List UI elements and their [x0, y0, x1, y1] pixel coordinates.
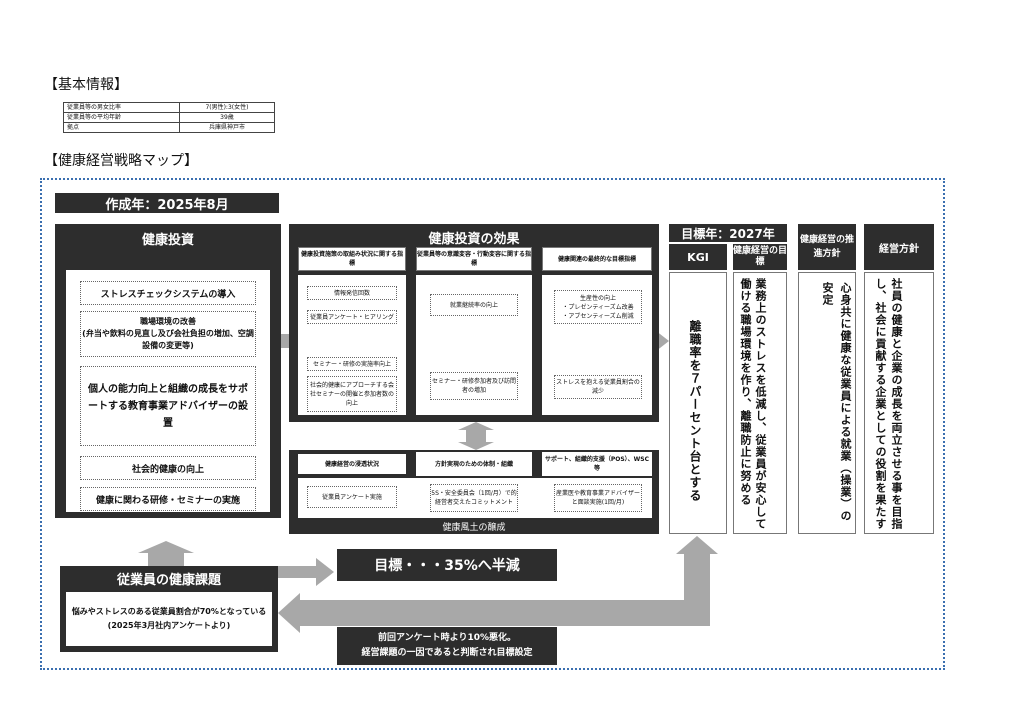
- effect-item: 生産性の向上 ・プレゼンティーズム改善 ・アブセンティーズム削減: [554, 290, 642, 324]
- table-cell-value: 7(男性):3(女性): [178, 102, 276, 113]
- target-rationale-note: 前回アンケート時より10%悪化。 経営課題の一因であると判断され目標設定: [337, 627, 557, 665]
- investment-item: ストレスチェックシステムの導入: [80, 281, 256, 305]
- goal-text: 業務上のストレスを低減し、従業員が安心して働ける職場環境を作り、離職防止に努める: [739, 278, 767, 530]
- investment-item: 職場環境の改善 (弁当や飲料の見直し及び会社負担の増加、空調設備の変更等): [80, 311, 256, 357]
- policy-header: 健康経営の推進方針: [798, 224, 856, 270]
- culture-col2-header: 方針実現のための体制・組織: [416, 452, 532, 476]
- culture-item: 産業医や教育事業アドバイザーと面談実施(1回/月): [554, 484, 642, 512]
- return-arrow-bar: [296, 600, 710, 626]
- culture-col3-header: サポート、組織的支援（POS）、WSC等: [542, 452, 652, 476]
- goal-box: [733, 272, 787, 534]
- health-effect-header: 健康投資の効果: [428, 231, 520, 247]
- health-issue-header: 従業員の健康課題: [116, 572, 221, 588]
- effect-item: 社会的健康にアプローチする会社セミナーの開催と参加者数の向上: [307, 376, 397, 412]
- culture-col1-header: 健康経営の浸透状況: [298, 454, 406, 474]
- mgmt-policy-box: [864, 272, 934, 534]
- mgmt-policy-header: 経営方針: [864, 224, 934, 270]
- table-cell-label: 拠点: [63, 122, 180, 133]
- return-arrow-head-left: [278, 593, 300, 633]
- health-investment-header: 健康投資: [141, 232, 194, 248]
- table-cell-value: 兵庫県神戸市: [178, 122, 276, 133]
- investment-item: 個人の能力向上と組織の成長をサポートする教育事業アドバイザーの設置: [80, 366, 256, 446]
- effect-item: 就業継続率の向上: [430, 294, 518, 316]
- table-row: 拠点兵庫県神戸市: [63, 122, 276, 133]
- effect-item: 従業員アンケート・ヒアリング: [307, 310, 397, 324]
- health-issue-text: 悩みやストレスのある従業員割合が70%となっている (2025年3月社内アンケー…: [66, 592, 272, 646]
- two-way-arrow-bar: [466, 427, 486, 445]
- basic-info-title: 【基本情報】: [44, 77, 128, 93]
- target-year-badge: 目標年：2027年: [669, 224, 787, 242]
- return-arrow-vertical: [684, 552, 710, 626]
- effect-col2-header: 従業員等の意識変容・行動変容に関する指標: [416, 247, 532, 271]
- kgi-header: KGI: [669, 244, 727, 270]
- target-arrow-head: [316, 558, 334, 586]
- strategy-map-frame: [40, 178, 945, 670]
- culture-item: 従業員アンケート実施: [307, 486, 397, 508]
- table-cell-value: 39歳: [178, 112, 276, 123]
- target-arrow-bar: [278, 566, 318, 578]
- investment-item: 健康に関わる研修・セミナーの実施: [80, 487, 256, 511]
- issue-up-arrow-head: [138, 541, 194, 553]
- policy-text: 心身共に健康な従業員による就業（操業）の安定: [821, 282, 852, 522]
- strategy-map-title: 【健康経営戦略マップ】: [44, 153, 198, 169]
- created-year-badge: 作成年：2025年8月: [55, 193, 279, 213]
- target-reduction-banner: 目標・・・35%へ半減: [337, 549, 557, 581]
- effect-item: ストレスを抱える従業員割合の減少: [554, 375, 642, 399]
- investment-item: 社会的健康の向上: [80, 456, 256, 480]
- effect-item: セミナー・研修の実施率向上: [307, 357, 397, 371]
- two-way-arrow-up: [458, 422, 494, 430]
- kgi-text: 離職率を７パーセント台とする: [688, 320, 702, 502]
- kgi-box: [669, 272, 727, 534]
- mgmt-policy-text: 社員の健康と企業の成長を両立させる事を目指し、社会に貢献する企業としての役割を果…: [874, 278, 903, 530]
- issue-up-arrow-bar: [148, 553, 184, 569]
- effect-item: セミナー・研修参加者及び訪問者の増加: [430, 372, 518, 400]
- policy-box: [798, 272, 856, 534]
- effect-col3-header: 健康関連の最終的な目標指標: [542, 247, 652, 271]
- table-cell-label: 従業員等の平均年齢: [63, 112, 180, 123]
- effect-item: 情報発信回数: [307, 286, 397, 300]
- goal-header: 健康経営の目標: [733, 244, 787, 270]
- two-way-arrow-down: [458, 442, 494, 450]
- culture-footer: 健康風土の醸成: [442, 522, 506, 533]
- return-arrow-head-up: [676, 536, 718, 554]
- effect-col1-header: 健康投資施策の取組み状況に関する指標: [298, 247, 406, 271]
- culture-item: 5S・安全委員会（1回/月）で的経営者交えたコミットメント: [430, 484, 518, 512]
- table-cell-label: 従業員等の男女比率: [63, 102, 180, 113]
